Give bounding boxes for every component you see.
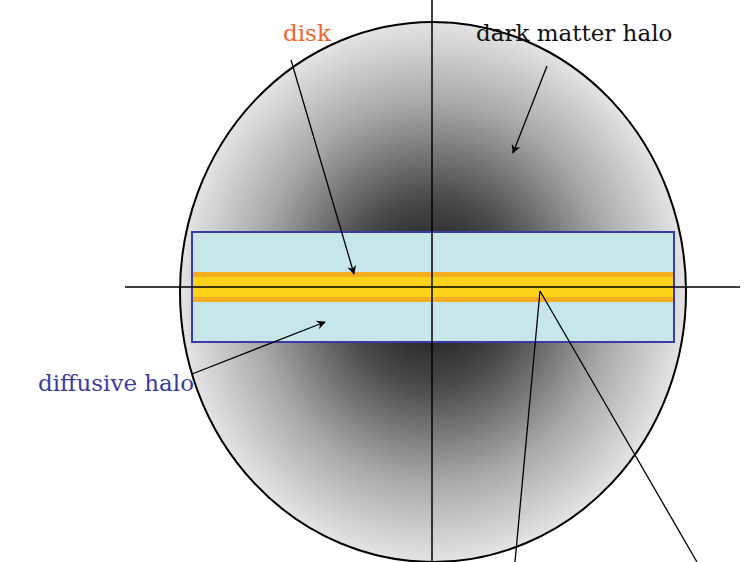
leader-arrow (192, 322, 325, 374)
diffusive-halo-label: diffusive halo (38, 370, 194, 398)
dark-matter-halo (180, 22, 686, 562)
leader-line (540, 291, 697, 562)
vertical-axis (431, 0, 433, 562)
disk-label: disk (283, 20, 331, 48)
leader-arrow (513, 66, 547, 153)
dark-matter-halo-label: dark matter halo (476, 20, 672, 48)
leader-arrow (291, 60, 354, 274)
leader-line (515, 291, 540, 562)
